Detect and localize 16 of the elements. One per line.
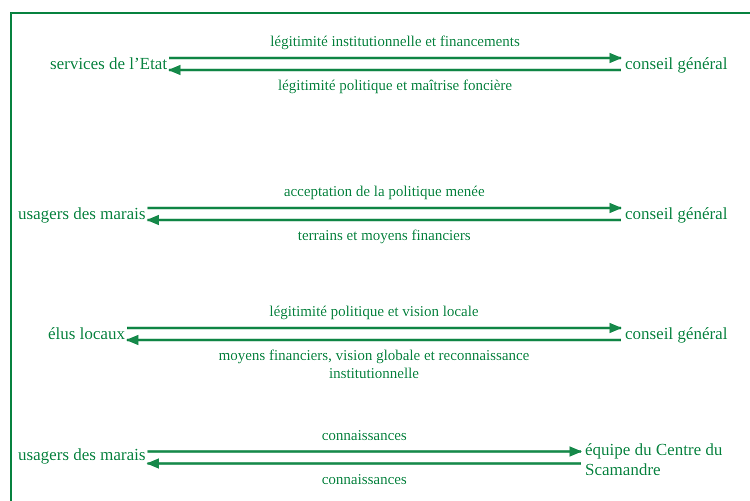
actor-label: équipe du Centre du Scamandre	[585, 440, 725, 480]
actor-label: conseil général	[625, 204, 728, 224]
actor-label: conseil général	[625, 54, 728, 74]
arrow	[146, 458, 581, 469]
arrow	[168, 64, 621, 76]
arrow	[147, 446, 582, 457]
actor-label: usagers des marais	[18, 445, 146, 465]
actor-label: usagers des marais	[18, 204, 146, 224]
actor-label: élus locaux	[48, 324, 125, 344]
arrow	[126, 322, 622, 334]
arrow	[147, 202, 622, 214]
arrow	[126, 334, 621, 346]
arrow	[169, 52, 622, 64]
actor-label: conseil général	[625, 324, 728, 344]
actor-label: services de l’Etat	[50, 54, 168, 74]
arrow	[146, 214, 621, 226]
